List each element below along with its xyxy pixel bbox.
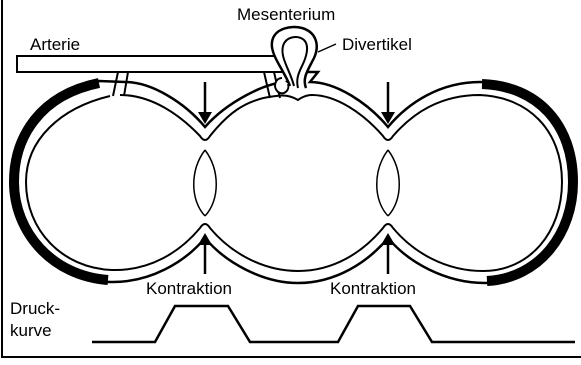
label-arterie: Arterie bbox=[30, 35, 80, 54]
bowel-outer-wall bbox=[12, 72, 575, 283]
label-kontraktion-right: Kontraktion bbox=[330, 279, 416, 298]
label-mesenterium: Mesenterium bbox=[237, 5, 335, 24]
arrow-top-left bbox=[198, 82, 212, 124]
pressure-curve bbox=[92, 306, 575, 342]
label-druckkurve-line1: Druck- bbox=[10, 299, 60, 318]
label-druckkurve-line2: kurve bbox=[10, 321, 52, 340]
arrow-top-right bbox=[381, 82, 395, 124]
label-divertikel: Divertikel bbox=[342, 35, 412, 54]
label-kontraktion-left: Kontraktion bbox=[146, 279, 232, 298]
divertikel-leader bbox=[318, 44, 336, 52]
artery-bar bbox=[17, 56, 285, 72]
